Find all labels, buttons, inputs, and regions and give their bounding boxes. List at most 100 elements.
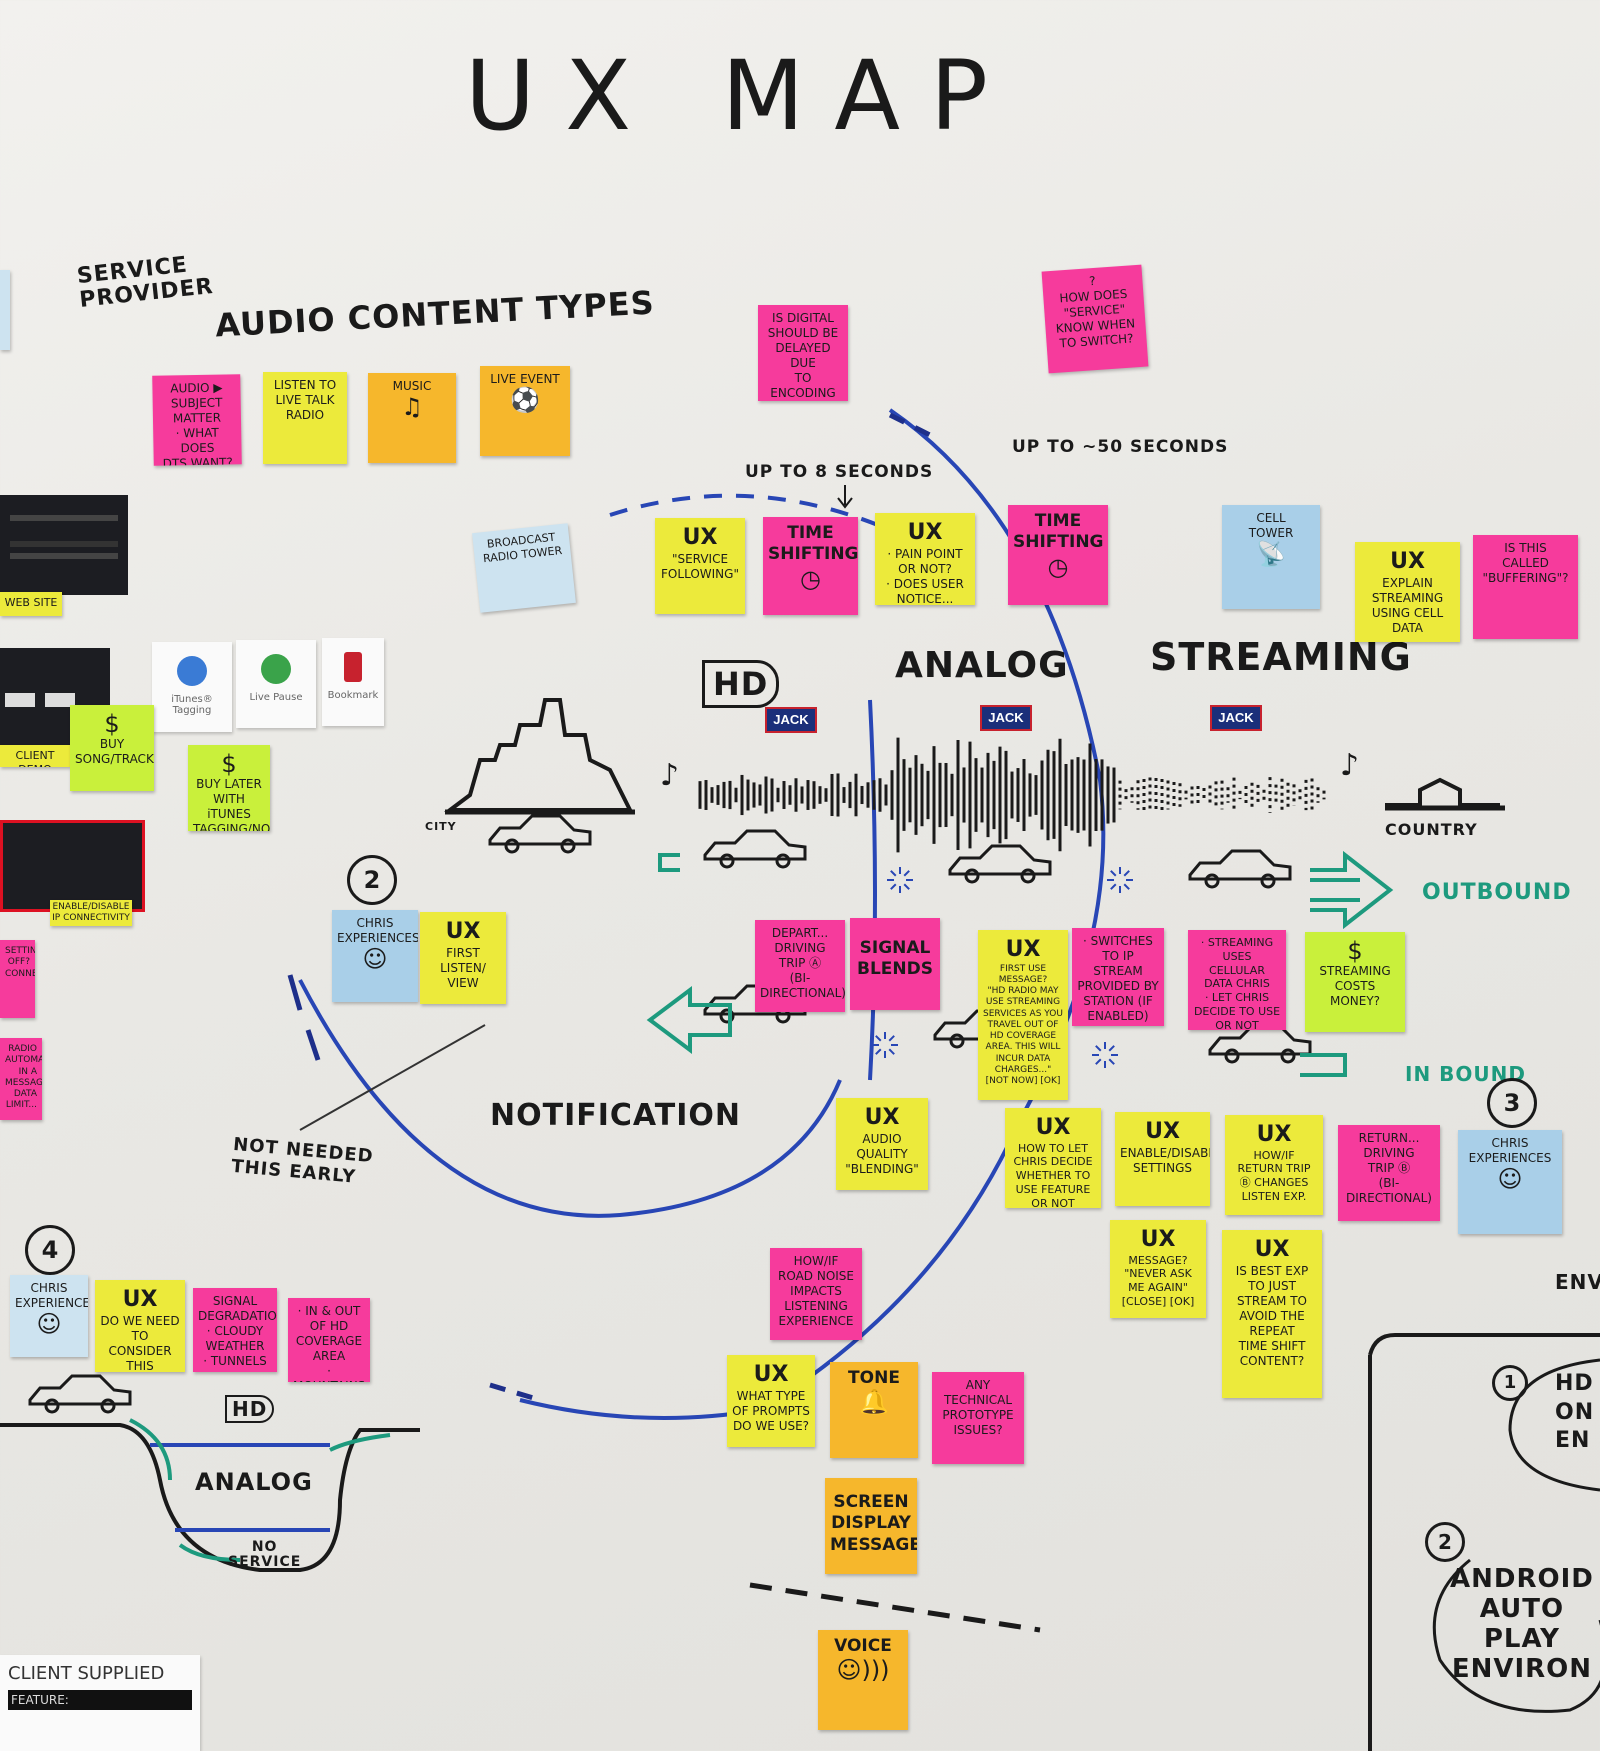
itunes-tagging-icon [177, 656, 207, 686]
car-wheel [100, 1398, 116, 1414]
city-skyline [444, 698, 634, 812]
station-logo-streaming: JACK [1210, 705, 1262, 731]
blue-arc-dashed-top [888, 412, 942, 443]
web-site-label: WEB SITE [0, 592, 62, 616]
car-drawing [1208, 1024, 1312, 1056]
country-house [1385, 777, 1500, 807]
sparkle-ray [1108, 1045, 1115, 1052]
outbound-arrow [1310, 850, 1394, 930]
hd-label: HD [702, 660, 780, 708]
note-technical-issues: ANY TECHNICAL PROTOTYPE ISSUES? [932, 1372, 1024, 1464]
dollar-icon: $ [104, 710, 120, 738]
note-left-setting: SETTING OFF? CONNECTIVITY [0, 940, 35, 1018]
inbound-arrow [646, 986, 732, 1054]
note-chris-experiences-2: CHRIS EXPERIENCES☺ [332, 910, 418, 1002]
sparkle-ray [1110, 883, 1117, 890]
sparkle-ray [1110, 870, 1117, 877]
cell-tower-icon: 📡 [1256, 540, 1286, 568]
sparkle-ray [903, 870, 910, 877]
note-cell-tower: CELL TOWER📡 [1222, 505, 1320, 609]
up-to-8-label: UP TO 8 SECONDS [745, 462, 934, 482]
bell-icon: 🔔 [859, 1388, 889, 1417]
car-wheel [1224, 1048, 1240, 1064]
audio-waveform [698, 737, 1326, 853]
sparkle-ray [875, 1035, 882, 1042]
road-tunnel [0, 1423, 420, 1572]
client-demo-label: CLIENT DEMO [0, 745, 70, 767]
station-logo-analog: JACK [980, 705, 1032, 731]
country-label: COUNTRY [1385, 820, 1478, 839]
note-switches-ip: · SWITCHES TO IP STREAM PROVIDED BY STAT… [1072, 928, 1164, 1026]
analog-lower-label: ANALOG [195, 1468, 313, 1496]
car-drawing [703, 829, 807, 861]
circle-number-3: 3 [1487, 1078, 1537, 1128]
note-driving-trip-a: DEPART... DRIVING TRIP Ⓐ (BI-DIRECTIONAL… [755, 920, 845, 1012]
circle-number-2: 2 [347, 855, 397, 905]
music-note-icon: ♫ [401, 393, 423, 421]
right-circle-top [1508, 1358, 1600, 1492]
car-wheel [1020, 868, 1036, 884]
voice-icon: ☺))) [836, 1656, 890, 1685]
circle-number-2-right: 2 [1425, 1522, 1465, 1562]
bracket-right [1300, 1053, 1347, 1077]
note-left-radio: RADIO AUTOMATICALLY IN A MESSAGE? DATA L… [0, 1038, 42, 1120]
note-tone: TONE🔔 [830, 1362, 918, 1458]
car-wheel [719, 1008, 735, 1024]
note-left-partial [0, 270, 10, 350]
note-how-service: ? HOW DOES "SERVICE" KNOW WHEN TO SWITCH… [1041, 264, 1149, 374]
clock-icon: ◷ [800, 564, 821, 593]
car-wheel [775, 853, 791, 869]
hd-lower-label: HD [225, 1395, 275, 1423]
note-chris-experiences-4: CHRIS EXPERIENCES☺ [10, 1275, 88, 1357]
note-chris-experiences-3: CHRIS EXPERIENCES☺ [1458, 1130, 1562, 1234]
station-logo-hd: JACK [765, 707, 817, 733]
sparkle-ray [1123, 870, 1130, 877]
sparkle-ray [890, 870, 897, 877]
settings-screenshot [0, 820, 145, 912]
board-title: UX MAP [465, 40, 1018, 152]
blue-arc-left [298, 979, 842, 1218]
note-ux-service-following: UX"SERVICE FOLLOWING" [655, 518, 745, 614]
live-pause-card: Live Pause [236, 640, 316, 728]
live-pause-icon [261, 654, 291, 684]
car-wheel [719, 853, 735, 869]
note-driving-trip-b: RETURN... DRIVING TRIP Ⓑ (BI-DIRECTIONAL… [1338, 1125, 1440, 1221]
note-audio-subject: AUDIO ▶ SUBJECT MATTER · WHAT DOES DTS W… [152, 374, 242, 466]
note-coverage-area: · IN & OUT OF HD COVERAGE AREA · MOUNTAI… [288, 1298, 370, 1382]
smiley-icon: ☺ [1497, 1165, 1523, 1193]
up-to-50-label: UP TO ~50 SECONDS [1012, 437, 1229, 457]
sparkle-ray [890, 883, 897, 890]
car-drawing [948, 844, 1052, 876]
car-drawing [488, 814, 592, 846]
note-time-shifting-2: TIME SHIFTING◷ [1008, 505, 1108, 605]
sparkle-ray [903, 883, 910, 890]
note-digital-delayed: IS DIGITAL SHOULD BE DELAYED DUE TO ENCO… [758, 305, 848, 401]
env-label: ENV [1555, 1270, 1600, 1294]
car-drawing [1188, 849, 1292, 881]
dollar-icon: $ [221, 750, 237, 778]
note-time-shifting-1: TIME SHIFTING◷ [763, 517, 858, 615]
note-buffering: IS THIS CALLED "BUFFERING"? [1473, 535, 1578, 639]
bookmark-icon [344, 652, 362, 682]
note-screen-display: SCREEN DISPLAY MESSAGE [825, 1478, 917, 1574]
car-wheel [1260, 873, 1276, 889]
right-frame [1368, 1333, 1600, 1751]
circle-number-4: 4 [25, 1225, 75, 1275]
blue-arc-dashes-left [287, 974, 321, 1061]
blue-arc-inner [868, 699, 877, 1081]
website-screenshot [0, 495, 128, 595]
note-voice: VOICE☺))) [818, 1630, 908, 1730]
note-signal-degradation: SIGNAL DEGRADATION · CLOUDY WEATHER · TU… [193, 1288, 277, 1372]
note-ux-pain-point: UX· PAIN POINT OR NOT? · DOES USER NOTIC… [875, 513, 975, 605]
note-streaming-costs: $STREAMING COSTS MONEY? [1305, 932, 1405, 1032]
